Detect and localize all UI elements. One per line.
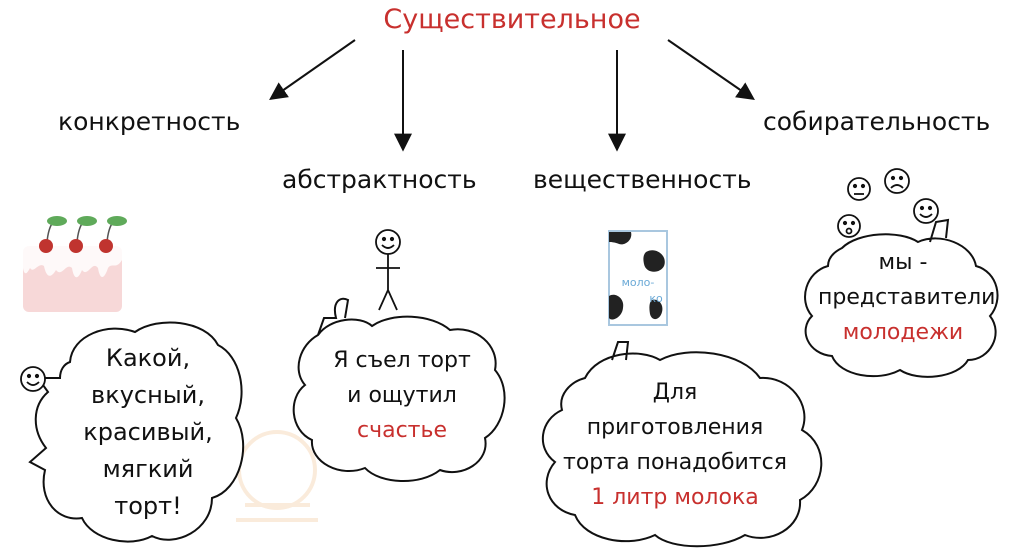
bubble-group-highlight: молодежи (842, 320, 964, 345)
bubble-cake-line: вкусный, (91, 381, 205, 409)
milk-carton-illustration: моло- ко (608, 230, 668, 326)
bubble-milk-line: Для (652, 380, 698, 405)
stick-figure (375, 229, 401, 311)
speech-cloud-milk (541, 341, 823, 548)
bubble-group-line: мы - (878, 250, 928, 275)
arrow-to-concreteness (269, 39, 356, 101)
milk-label-line2: ко (649, 292, 663, 305)
bubble-abstract-line: Я съел торт (333, 348, 471, 373)
category-collectivity: собирательность (763, 107, 991, 136)
arrow-to-collectivity (667, 39, 755, 101)
milk-label-line1: моло- (622, 276, 655, 289)
diagram-title: Существительное (383, 4, 641, 35)
bubble-abstract-line: и ощутил (347, 383, 457, 408)
smiley-face-icon (20, 366, 46, 392)
bubble-cake-text: Какой, вкусный, красивый, мягкий торт! (62, 340, 234, 525)
bubble-cake-line: красивый, (83, 418, 213, 446)
bubble-cake-line: мягкий (102, 455, 194, 483)
speech-cloud-group (804, 218, 999, 378)
bubble-milk-text: Для приготовления торта понадобится 1 ли… (560, 375, 790, 515)
bubble-cake-line: торт! (114, 492, 182, 520)
faces-group-icon (837, 168, 939, 238)
bubble-group-line: представители (818, 285, 996, 310)
bubble-abstract-highlight: счастье (357, 418, 447, 443)
category-concreteness: конкретность (58, 107, 241, 136)
speech-cloud-abstract (292, 297, 506, 482)
bubble-abstract-text: Я съел торт и ощутил счастье (316, 343, 488, 448)
bubble-group-text: мы - представители молодежи (818, 245, 996, 350)
bubble-milk-line: торта понадобится (563, 450, 787, 475)
bubble-milk-highlight: 1 литр молока (591, 485, 759, 510)
bubble-milk-line: приготовления (586, 415, 764, 440)
bubble-cake-line: Какой, (105, 344, 191, 372)
cake-illustration (23, 216, 127, 312)
speech-cloud-cake (28, 321, 245, 543)
category-materiality: вещественность (533, 165, 752, 194)
watermark-bear (236, 430, 318, 522)
category-abstractness: абстрактность (282, 165, 477, 194)
